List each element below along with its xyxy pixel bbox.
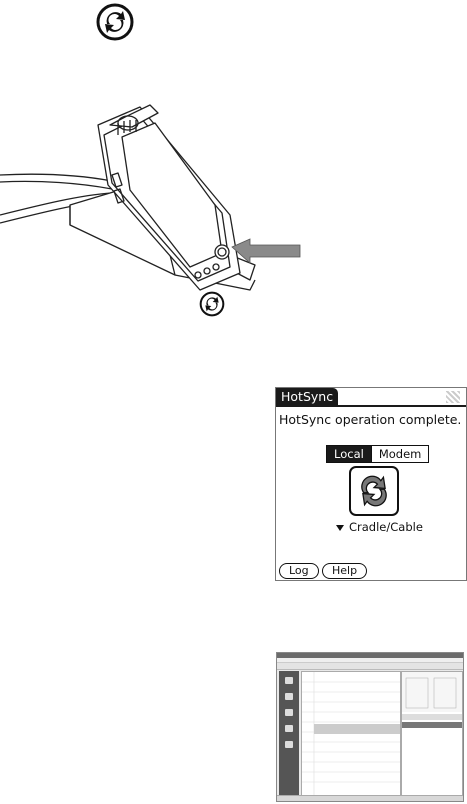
hotsync-icon (356, 473, 392, 509)
app-icon[interactable] (285, 725, 293, 732)
screen-title: HotSync (276, 388, 338, 406)
window-statusbar (277, 795, 463, 801)
local-button[interactable]: Local (327, 446, 371, 462)
app-icon[interactable] (285, 741, 293, 748)
connection-picker[interactable]: Cradle/Cable (336, 520, 423, 534)
calendar-pane (401, 671, 463, 797)
hotsync-icon (94, 1, 136, 43)
status-indicator (446, 391, 460, 403)
app-icon[interactable] (285, 709, 293, 716)
connection-label: Cradle/Cable (349, 520, 423, 534)
app-launcher-bar (279, 671, 299, 797)
app-icon[interactable] (285, 677, 293, 684)
triangle-down-icon (336, 525, 344, 531)
modem-button[interactable]: Modem (371, 446, 429, 462)
hotsync-icon (198, 290, 226, 318)
palm-hotsync-screen: HotSync HotSync operation complete. Loca… (275, 387, 467, 581)
status-message: HotSync operation complete. (279, 412, 461, 427)
connection-type-toggle: Local Modem (326, 445, 429, 463)
hotsync-button[interactable] (349, 466, 399, 516)
palm-desktop-window (276, 652, 464, 802)
title-rule (276, 405, 466, 407)
cradle-illustration (0, 95, 310, 295)
window-toolbar (277, 663, 463, 670)
help-button[interactable]: Help (322, 563, 367, 579)
log-button[interactable]: Log (279, 563, 319, 579)
app-icon[interactable] (285, 693, 293, 700)
day-view-pane (301, 671, 401, 797)
